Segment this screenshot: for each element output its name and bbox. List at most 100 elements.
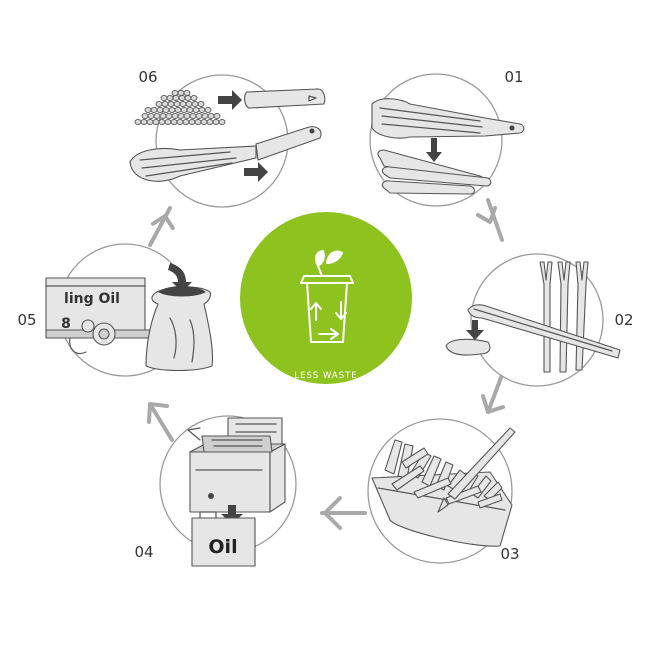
granule bbox=[176, 118, 184, 126]
fry-fork-icon bbox=[437, 427, 516, 513]
granule bbox=[165, 112, 173, 120]
granule bbox=[184, 94, 192, 102]
flow-arrow-02-to-03 bbox=[481, 373, 505, 414]
center-label: LESS WASTE bbox=[294, 371, 357, 381]
granule bbox=[152, 118, 160, 126]
step-06-number: 06 bbox=[138, 68, 157, 86]
granule bbox=[134, 118, 142, 126]
granule bbox=[156, 106, 164, 114]
flow-arrow-04-to-05 bbox=[147, 402, 174, 442]
granule bbox=[171, 89, 179, 97]
granule bbox=[159, 112, 167, 120]
granule bbox=[141, 112, 149, 120]
granule bbox=[172, 94, 180, 102]
spatula-icon bbox=[371, 98, 525, 139]
granule bbox=[201, 112, 209, 120]
granule bbox=[200, 118, 208, 126]
granule bbox=[164, 118, 172, 126]
step-02-number: 02 bbox=[614, 311, 633, 329]
granule bbox=[198, 106, 206, 114]
granule bbox=[194, 118, 202, 126]
flow-arrows bbox=[147, 198, 505, 530]
tank-truck-icon: ling Oil 8 bbox=[45, 277, 151, 355]
recycle-bin-icon bbox=[300, 250, 354, 343]
granule bbox=[147, 112, 155, 120]
granule bbox=[195, 112, 203, 120]
center-circle bbox=[240, 212, 412, 384]
down-arrow-icon bbox=[426, 138, 442, 162]
granule bbox=[204, 106, 212, 114]
granule bbox=[182, 118, 190, 126]
granule bbox=[153, 112, 161, 120]
stirrer-long-icon bbox=[467, 304, 621, 359]
down-arrow-icon bbox=[221, 505, 243, 524]
step-04-illustration: Oil bbox=[187, 417, 286, 567]
granule bbox=[161, 100, 169, 108]
deep-fryer-icon bbox=[187, 417, 286, 513]
right-arrow-icon bbox=[244, 162, 268, 182]
step-05-number: 05 bbox=[17, 311, 36, 329]
granule bbox=[192, 106, 200, 114]
step-03-number: 03 bbox=[500, 545, 519, 563]
granule bbox=[183, 112, 191, 120]
new-spatula-icon bbox=[129, 126, 322, 182]
granule bbox=[188, 118, 196, 126]
granulate-pile-icon bbox=[134, 89, 226, 126]
granule bbox=[158, 118, 166, 126]
stirrer-tip-icon bbox=[445, 338, 491, 356]
granule bbox=[177, 112, 185, 120]
right-arrow-icon bbox=[218, 90, 242, 110]
granule bbox=[186, 106, 194, 114]
paddles-icon bbox=[377, 149, 492, 195]
granule bbox=[177, 89, 185, 97]
granule bbox=[150, 106, 158, 114]
granule bbox=[190, 94, 198, 102]
granule bbox=[183, 89, 191, 97]
sack-icon bbox=[145, 286, 214, 371]
granule bbox=[173, 100, 181, 108]
granule bbox=[180, 106, 188, 114]
center-less-waste: LESS WASTE bbox=[240, 212, 412, 384]
step-02-illustration bbox=[445, 261, 621, 373]
granule bbox=[206, 118, 214, 126]
granule bbox=[197, 100, 205, 108]
granule bbox=[144, 106, 152, 114]
granule bbox=[218, 118, 226, 126]
granule bbox=[160, 94, 168, 102]
granule bbox=[167, 100, 175, 108]
granule bbox=[174, 106, 182, 114]
granule bbox=[168, 106, 176, 114]
granule bbox=[140, 118, 148, 126]
down-arrow-icon bbox=[466, 320, 484, 340]
granule bbox=[170, 118, 178, 126]
step-01-illustration bbox=[371, 98, 525, 195]
granule bbox=[178, 94, 186, 102]
oil-canister-label: Oil bbox=[208, 536, 237, 558]
step-06-illustration bbox=[129, 88, 326, 182]
granule bbox=[155, 100, 163, 108]
tank-label: ling Oil bbox=[64, 291, 120, 307]
step-04-number: 04 bbox=[134, 543, 153, 561]
granule bbox=[162, 106, 170, 114]
tank-label-small: 8 bbox=[61, 316, 71, 332]
curved-arrow-icon bbox=[168, 263, 192, 292]
flow-arrow-05-to-06 bbox=[148, 206, 175, 247]
step-05-illustration: ling Oil 8 bbox=[45, 263, 214, 371]
stirrer-handle-icon bbox=[244, 88, 326, 109]
step-03-illustration bbox=[371, 427, 516, 547]
granule bbox=[213, 112, 221, 120]
granule bbox=[185, 100, 193, 108]
granule bbox=[171, 112, 179, 120]
granule bbox=[166, 94, 174, 102]
flow-arrow-03-to-04 bbox=[320, 496, 367, 530]
granule bbox=[207, 112, 215, 120]
stirrer-sticks-icon bbox=[539, 261, 589, 373]
step-02-circle bbox=[470, 253, 604, 387]
flow-arrow-01-to-02 bbox=[476, 198, 504, 242]
granule bbox=[146, 118, 154, 126]
granule bbox=[191, 100, 199, 108]
step-01-number: 01 bbox=[504, 68, 523, 86]
oil-canister-icon: Oil bbox=[191, 511, 256, 567]
granule bbox=[179, 100, 187, 108]
